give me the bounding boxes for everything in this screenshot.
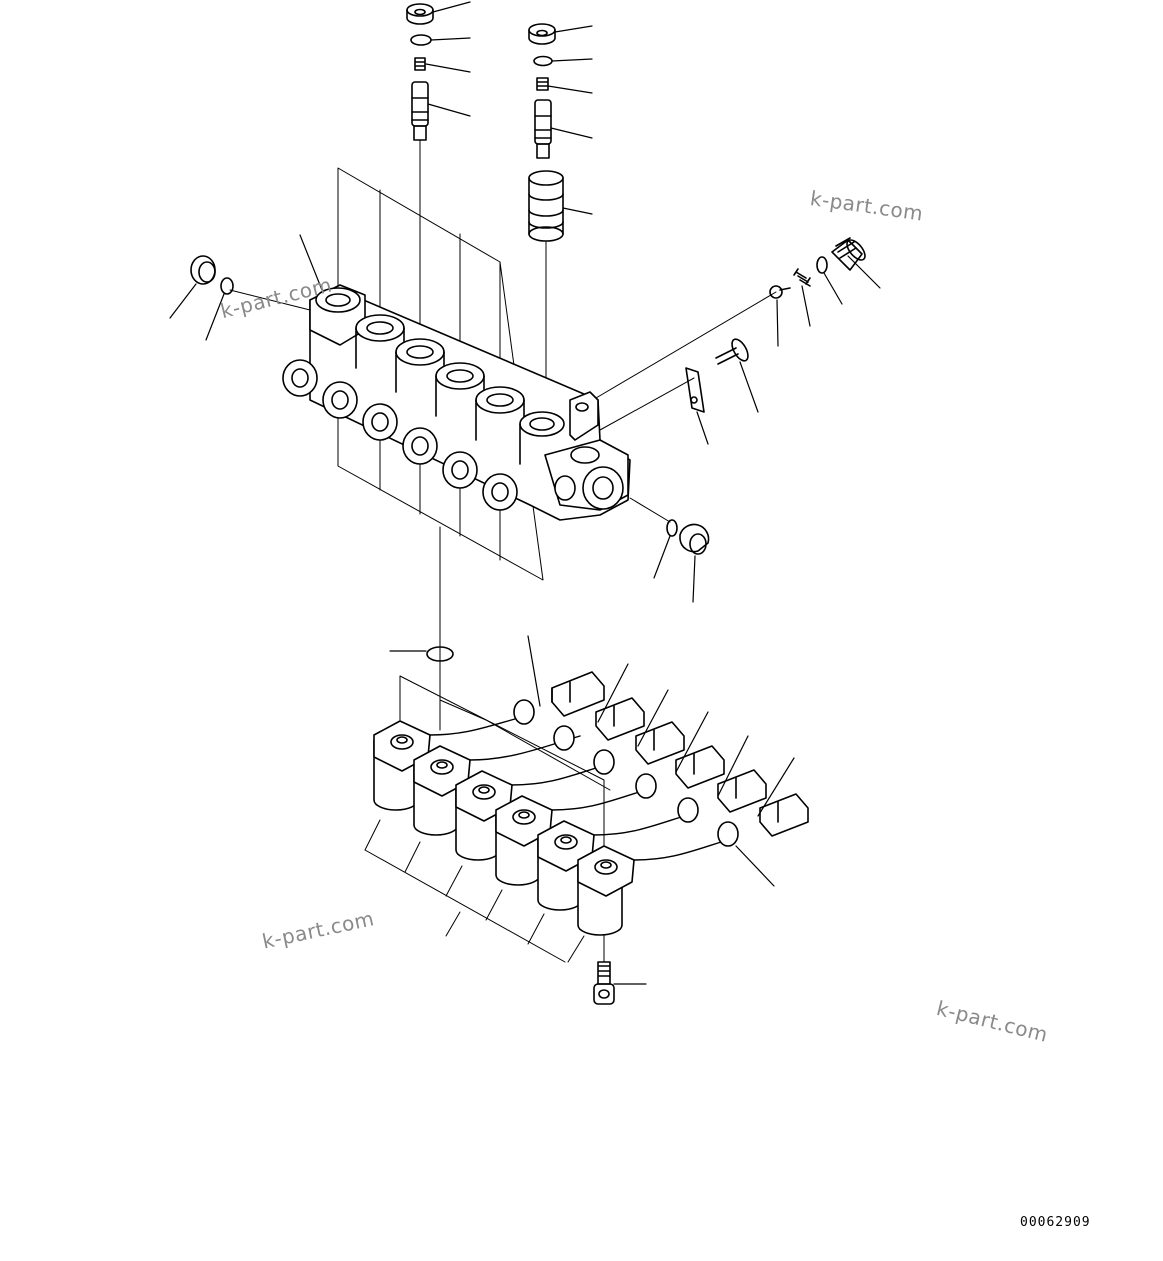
solenoid-group-lines <box>364 819 585 963</box>
spool <box>411 81 429 141</box>
o-ring <box>410 34 432 46</box>
port-boss <box>519 411 565 465</box>
bolt <box>715 338 749 365</box>
connector <box>677 769 767 823</box>
plate <box>685 367 705 413</box>
port-boss <box>435 362 485 417</box>
spool <box>534 99 552 159</box>
connectors <box>513 671 809 847</box>
solenoid-coil <box>373 720 431 811</box>
right-spool-stack <box>528 23 564 406</box>
o-ring <box>533 55 553 67</box>
bottom-plug <box>629 497 710 603</box>
connector <box>717 793 809 847</box>
solenoid-coil <box>577 845 635 936</box>
plug-cap <box>528 23 556 45</box>
spring <box>536 77 549 91</box>
side-ports <box>282 359 518 511</box>
solenoid-coil <box>413 745 471 836</box>
port-boss <box>355 314 405 369</box>
right-side-parts <box>595 237 881 445</box>
connector <box>553 697 645 751</box>
valve-body <box>282 284 631 521</box>
o-ring <box>816 256 828 274</box>
plug-right <box>831 237 866 271</box>
mounting-bolt <box>593 934 647 1005</box>
connector <box>513 671 605 725</box>
solenoid-reference-lines <box>399 675 611 851</box>
leader-lines-top <box>425 1 593 215</box>
spring <box>793 268 811 287</box>
spring <box>414 57 426 71</box>
connector <box>593 721 685 775</box>
solenoid-coils <box>373 720 635 936</box>
o-ring <box>426 646 454 662</box>
side-plug-left <box>169 234 323 341</box>
leader-lines-connectors <box>527 635 795 887</box>
connector <box>635 745 725 799</box>
solenoid-coil <box>495 795 553 886</box>
plug-cap <box>406 3 434 25</box>
port-boss <box>395 338 445 393</box>
figure-number: 00062909 <box>1020 1215 1091 1230</box>
check-ball <box>769 285 791 299</box>
outlet-fitting <box>544 439 629 511</box>
sleeve <box>528 170 564 242</box>
